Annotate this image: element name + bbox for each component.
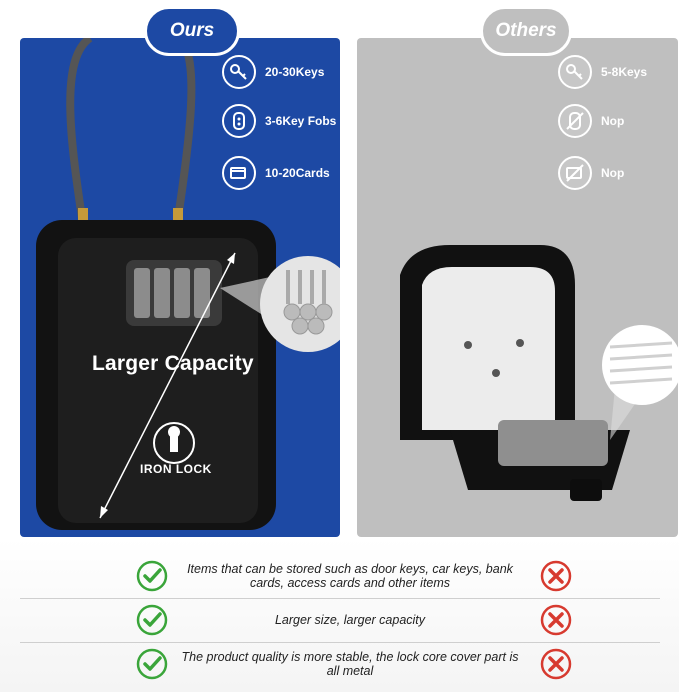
brand-logo-text: IRON LOCK [140, 462, 212, 476]
others-lockbox-image [400, 245, 678, 501]
others-feature-label: Nop [601, 114, 625, 128]
ours-badge: Ours [144, 6, 240, 56]
cross-icon [540, 648, 572, 680]
cross-icon [540, 560, 572, 592]
divider [20, 598, 660, 599]
cross-icon [540, 604, 572, 636]
comparison-row: The product quality is more stable, the … [0, 640, 679, 688]
ours-feature-label: 20-30Keys [265, 65, 325, 79]
others-feature-keys: 5-8Keys [558, 55, 647, 89]
ours-lockbox-image [36, 38, 340, 530]
check-icon [136, 560, 168, 592]
capacity-label: Larger Capacity [92, 352, 254, 375]
others-feature-cards: Nop [558, 156, 624, 190]
others-feature-fobs: Nop [558, 104, 624, 138]
ours-feature-keys: 20-30Keys [222, 55, 324, 89]
comparison-text: Items that can be stored such as door ke… [187, 562, 513, 590]
comparison-row: Larger size, larger capacity [0, 596, 679, 644]
ours-feature-label: 10-20Cards [265, 166, 330, 180]
comparison-row: Items that can be stored such as door ke… [0, 552, 679, 600]
cards-crossed-icon [558, 156, 592, 190]
cards-icon [222, 156, 256, 190]
comparison-text: Larger size, larger capacity [274, 613, 426, 627]
ours-feature-label: 3-6Key Fobs [265, 114, 337, 128]
comparison-text: The product quality is more stable, the … [181, 650, 519, 678]
others-badge: Others [480, 6, 572, 56]
ours-feature-cards: 10-20Cards [222, 156, 330, 190]
check-icon [136, 604, 168, 636]
comparison-section [0, 538, 679, 692]
check-icon [136, 648, 168, 680]
key-fob-crossed-icon [558, 104, 592, 138]
key-fob-icon [222, 104, 256, 138]
keys-icon [558, 55, 592, 89]
divider [20, 642, 660, 643]
others-feature-label: 5-8Keys [601, 65, 648, 79]
ours-feature-fobs: 3-6Key Fobs [222, 104, 336, 138]
keys-icon [222, 55, 256, 89]
others-feature-label: Nop [601, 166, 625, 180]
